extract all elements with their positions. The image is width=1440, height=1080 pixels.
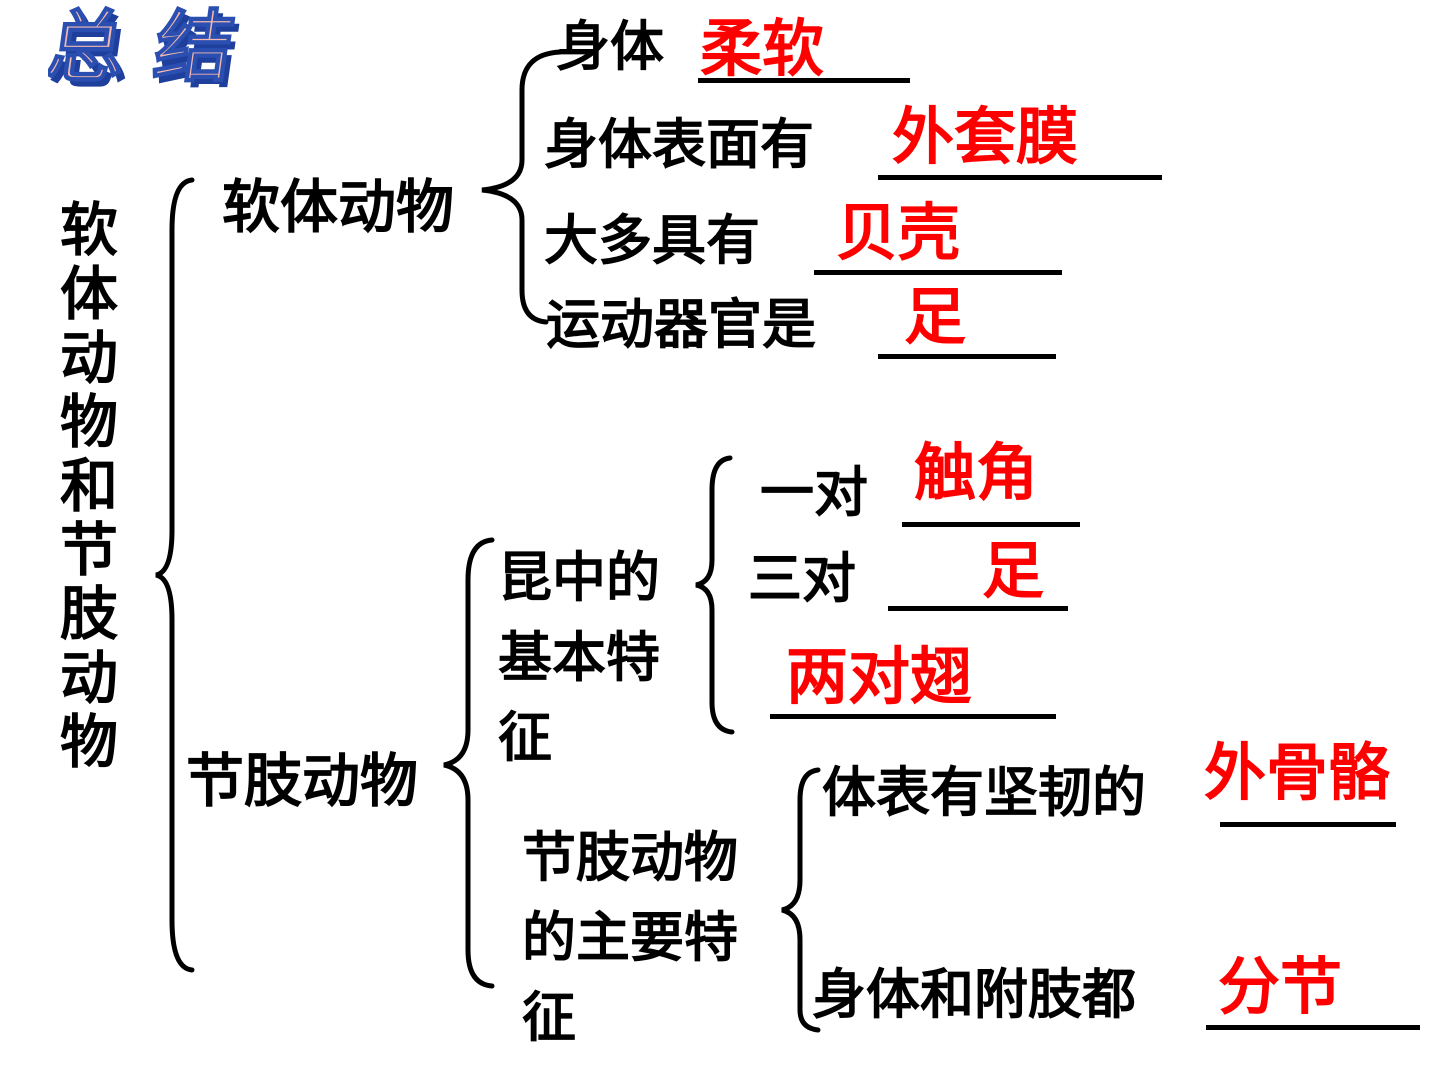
insect-prompt-2: 三对: [748, 547, 856, 610]
insect-label-line-2: 基本特: [498, 626, 660, 689]
title-text: 总结: [48, 2, 270, 93]
mollusk-label: 软体动物: [222, 173, 455, 241]
insect-blank-3: [770, 714, 1056, 719]
mollusk-prompt-2: 身体表面有: [544, 113, 814, 176]
mollusk-prompt-3: 大多具有: [544, 209, 760, 272]
insect-answer-1: 触角: [914, 436, 1039, 509]
main-answer-1: 外骨骼: [1204, 736, 1391, 809]
main-prompt-1: 体表有坚韧的: [822, 761, 1146, 824]
mollusk-blank-1: [698, 78, 910, 83]
mollusk-blank-3: [814, 270, 1062, 275]
mollusk-answer-3: 贝壳: [836, 196, 961, 269]
insect-blank-1: [902, 522, 1080, 527]
insect-label-line-1: 昆中的: [498, 546, 660, 609]
title-wordart: 总结 总结: [48, 1, 275, 99]
mollusk-answer-4: 足: [904, 280, 967, 353]
insect-blank-2: [888, 606, 1068, 611]
main-blank-2: [1206, 1025, 1420, 1030]
main-features-label: 节肢动物 的主要特 征: [522, 818, 738, 1058]
insect-answer-3: 两对翅: [786, 640, 973, 713]
title-shadow: 总结: [48, 8, 275, 99]
insect-label: 昆中的 基本特 征: [498, 538, 660, 778]
mollusk-blank-4: [878, 354, 1056, 359]
main-label-line-3: 征: [522, 986, 576, 1049]
main-brace: [781, 767, 821, 1033]
main-label-line-1: 节肢动物: [522, 826, 738, 889]
mollusk-prompt-4: 运动器官是: [546, 293, 816, 356]
mollusk-answer-1: 柔软: [700, 12, 825, 85]
outer-brace: [155, 177, 195, 973]
main-answer-2: 分节: [1218, 950, 1343, 1023]
main-label-line-2: 的主要特: [522, 906, 738, 969]
mollusk-brace: [481, 49, 563, 325]
arthropod-label: 节肢动物: [186, 747, 419, 815]
mollusk-answer-2: 外套膜: [892, 100, 1079, 173]
main-prompt-2: 身体和附肢都: [812, 963, 1136, 1026]
vertical-title: 软体动物和节肢动物: [59, 196, 118, 776]
insect-prompt-1: 一对: [760, 461, 868, 524]
mollusk-blank-2: [878, 175, 1162, 180]
insect-brace: [695, 455, 735, 735]
arthropod-brace: [443, 537, 495, 989]
insect-answer-2: 足: [982, 534, 1045, 607]
mollusk-prompt-1: 身体: [556, 15, 664, 78]
main-blank-1: [1220, 822, 1396, 827]
insect-label-line-3: 征: [498, 706, 552, 769]
